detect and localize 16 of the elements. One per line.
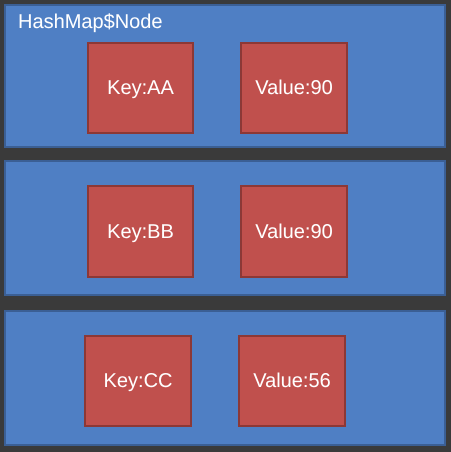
key-value-box <box>87 185 194 278</box>
key-value-box <box>238 335 346 427</box>
key-value-box <box>240 42 348 134</box>
box-text: Key:BB <box>107 220 174 244</box>
box-text: Key:AA <box>107 76 174 101</box>
box-text: Value:90 <box>255 220 333 244</box>
title-text: HashMap$Node <box>18 10 163 35</box>
key-value-box <box>87 42 194 134</box>
key-value-box <box>84 335 192 427</box>
box-text: Value:90 <box>255 76 333 101</box>
box-text: Key:CC <box>104 369 172 394</box>
box-text: Value:56 <box>253 369 331 394</box>
container-box <box>4 160 446 296</box>
container-box <box>4 310 446 446</box>
key-value-box <box>240 185 348 278</box>
container-box <box>4 4 446 148</box>
